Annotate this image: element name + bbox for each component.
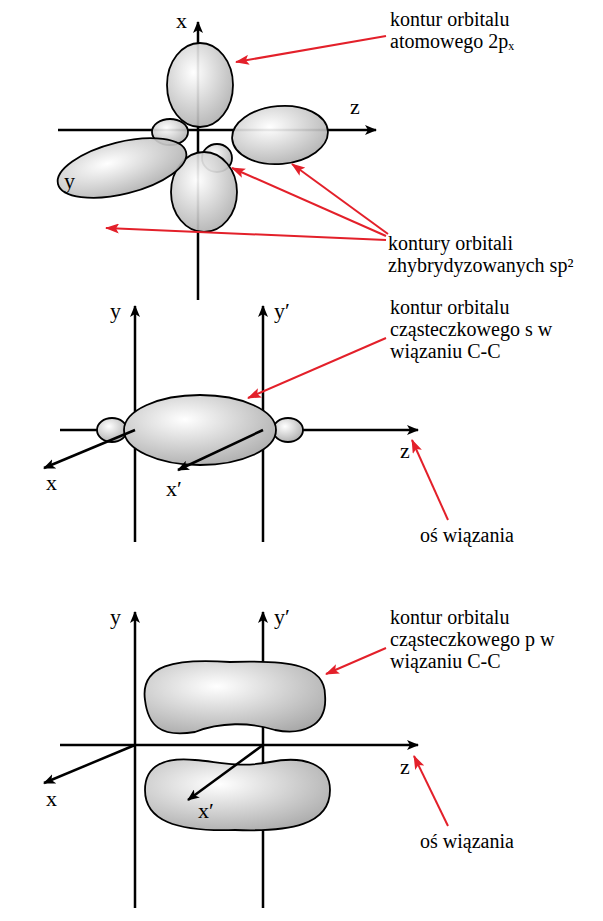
axis-label: y′ xyxy=(274,606,290,628)
axis-label: z xyxy=(400,756,410,778)
axis-label: x′ xyxy=(198,800,214,822)
axis-label: y′ xyxy=(274,300,290,322)
callout-label: kontur orbitalu cząsteczkowego s w wiąza… xyxy=(390,296,558,362)
axis-label: x xyxy=(46,788,57,810)
axis-label: x xyxy=(176,10,187,32)
axis-label: y xyxy=(110,606,121,628)
axis-label: x xyxy=(46,472,57,494)
callout-label: oś wiązania xyxy=(420,830,514,852)
axis-label: y xyxy=(64,170,75,192)
callout-label: oś wiązania xyxy=(420,524,514,546)
axis-label: y xyxy=(110,300,121,322)
axis-label: z xyxy=(400,440,410,462)
axis-label: z xyxy=(350,96,360,118)
callout-label: kontur orbitalu cząsteczkowego p w wiąza… xyxy=(390,606,558,672)
axis-label: x′ xyxy=(166,478,182,500)
callout-label: kontur orbitalu atomowego 2pₓ xyxy=(390,8,562,52)
callout-label: kontury orbitali zhybrydyzowanych sp² xyxy=(388,232,598,276)
